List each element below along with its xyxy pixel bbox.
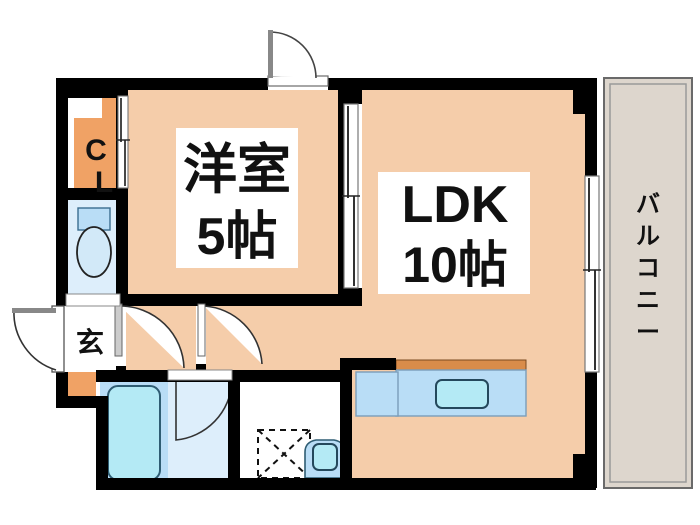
balcony-inner-outline [609,83,687,483]
hall-ldk-door-panel [197,303,206,357]
genkan-hall-door-panel [114,303,123,357]
washing-machine-x2 [257,429,311,479]
closet-fill [74,96,128,190]
bath-door-opening [167,369,233,381]
hall-ldk-door-arc [203,305,263,365]
toilet-door-opening [65,293,121,307]
kitchen-counter-top [395,359,527,371]
genkan-floor [62,300,122,376]
stove-space [355,371,399,417]
kitchen-zone [355,359,527,417]
wall-top-right [350,78,586,90]
top-door [267,30,329,90]
balcony-label-ch4: ニ [636,287,660,314]
top-door-panel [268,30,273,78]
entrance-door-arc [13,309,57,371]
wall-bath-left [96,396,108,490]
closet-door-track [117,95,129,189]
wall-bath-right [228,370,240,480]
wall-left-lower [56,372,68,402]
wall-partition-bottom [350,288,362,306]
top-door-arc [269,31,317,79]
balcony-label-ch5: ー [636,319,660,346]
bedroom-label-line2: 5帖 [197,208,278,266]
wall-partition-top [350,88,362,104]
room-labels: 洋室 5帖 LDK 10帖 C L 玄 バ ル コ ニ ー [76,128,660,358]
top-door-threshold [267,75,329,87]
genkan-hall-door-arc [119,305,185,369]
closet-label-c: C [85,134,107,167]
genkan-label: 玄 [76,326,104,358]
balcony-label: バ ル コ ニ ー [636,191,660,346]
balcony-floor [603,77,693,489]
bedroom-label-box [176,128,298,268]
wall-right-upper [585,78,597,178]
ldk-label-box [378,172,530,294]
entrance-door [12,305,68,373]
wall-bottom [96,478,596,490]
balcony-sliding-door [583,175,601,373]
wash-basin-bowl [312,443,338,471]
wall-toilet-right [116,196,128,300]
balcony-door-track [584,175,600,373]
wall-corridor-top [118,294,350,306]
hall-ldk-door [196,303,263,365]
ldk-label-line2: 10帖 [402,237,508,293]
wall-closet-top [56,78,128,98]
balcony-label-ch2: ル [636,223,660,250]
openings [12,30,601,381]
balcony-area [603,77,693,489]
wall-closet-bottom [68,188,128,200]
entrance-door-panel [12,308,56,313]
ldk-label-line1: LDK [402,176,509,234]
bedroom-label-line1: 洋室 [183,140,291,200]
balcony-label-ch1: バ [636,191,660,218]
laundry-zone [257,429,346,479]
wall-genkan-bottom [56,396,102,408]
closet-area [74,96,128,190]
wall-toilet-left [56,188,68,306]
room-sliding-door [342,103,360,289]
kitchen-sink [435,379,489,409]
wall-ldk-left [340,358,352,478]
closet-label-l: L [95,166,113,199]
wall-kitchen-top [340,358,396,370]
toilet-bowl [76,226,112,278]
toilet-room [66,200,122,300]
closet-sliding-door [116,95,130,189]
bathtub [107,385,161,481]
balcony-label-ch3: コ [636,255,660,282]
bath-unit [100,371,236,488]
